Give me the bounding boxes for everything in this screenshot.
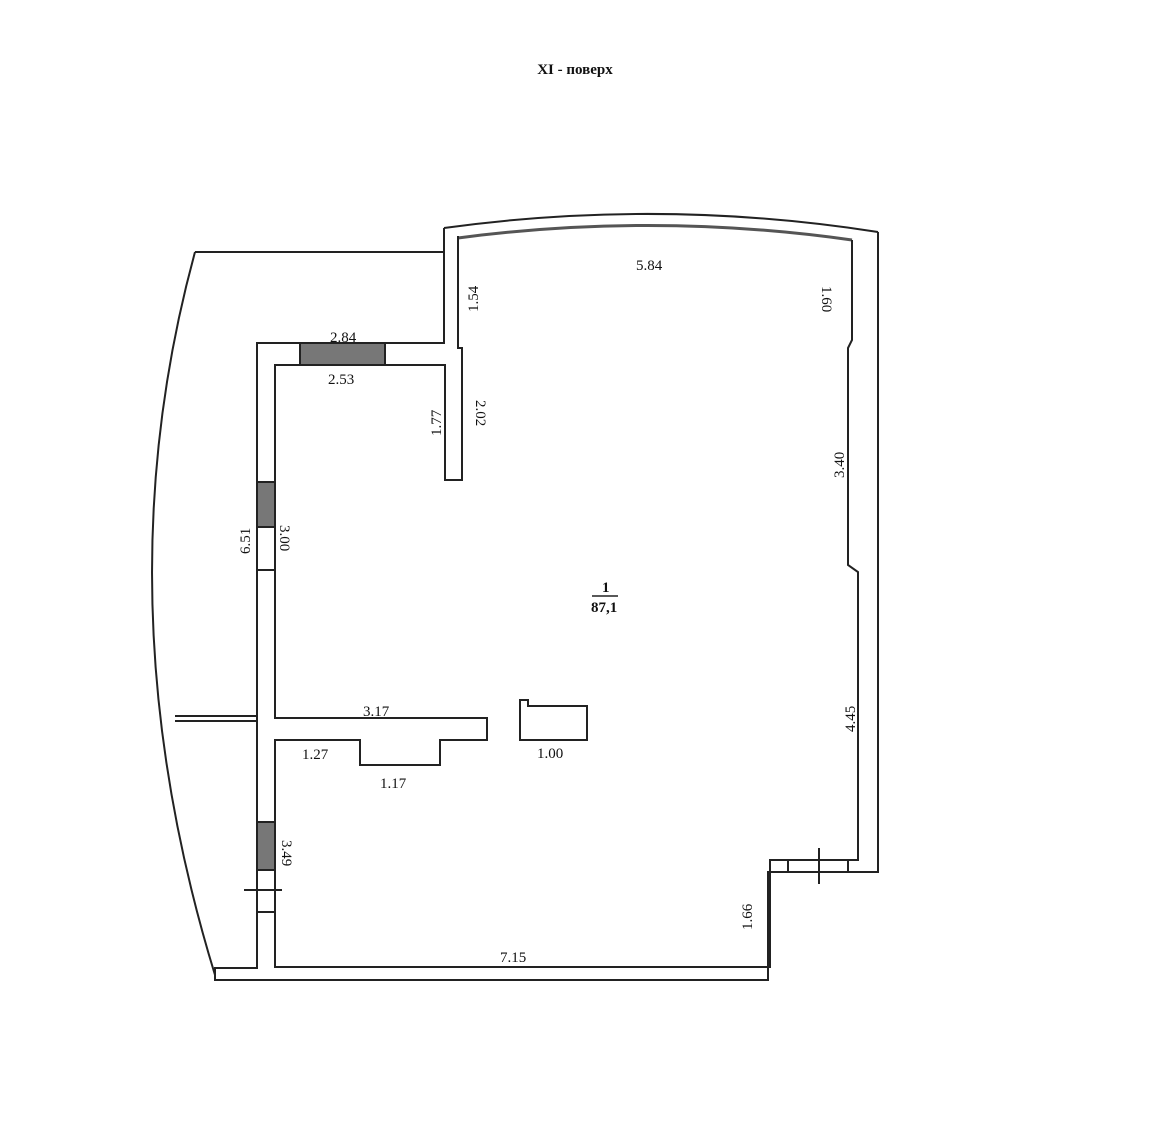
dim-top: 5.84 [636,258,663,274]
dim-right-lower: 4.45 [843,706,859,732]
arc-window [443,212,879,233]
dim-column: 1.00 [537,746,563,762]
inner-wall [274,236,859,968]
dim-partition: 3.17 [363,704,390,720]
balcony-curve [151,251,216,976]
room-number: 1 [602,580,610,596]
floor-title: XI - поверх [537,62,613,78]
window-left-upper [256,481,276,528]
dim-top-left-wall: 1.54 [466,285,482,312]
window-left-lower [256,821,276,871]
arc-window-inner [457,224,853,242]
dim-stub-outer: 2.02 [472,400,488,426]
window-top-left [299,342,386,366]
dim-left-outer: 6.51 [238,528,254,554]
dim-step: 1.66 [740,903,756,930]
dim-left-lower: 3.49 [278,840,294,866]
dim-stub-inner: 1.77 [429,409,445,436]
window-left-box [256,526,276,571]
dim-window-inner: 2.53 [328,372,354,388]
dim-left-inner: 3.00 [276,525,292,551]
balcony-divider [175,715,257,722]
column [519,699,588,741]
left-door-mark [244,889,282,913]
dim-notch: 1.17 [380,776,407,792]
outer-wall [214,228,879,981]
dim-top-right-wall: 1.60 [818,286,834,312]
dim-window-outer: 2.84 [330,330,357,346]
dim-right-upper: 3.40 [832,452,848,478]
room-area: 87,1 [591,600,617,616]
dim-bottom: 7.15 [500,950,526,966]
dim-notch-left: 1.27 [302,747,329,763]
